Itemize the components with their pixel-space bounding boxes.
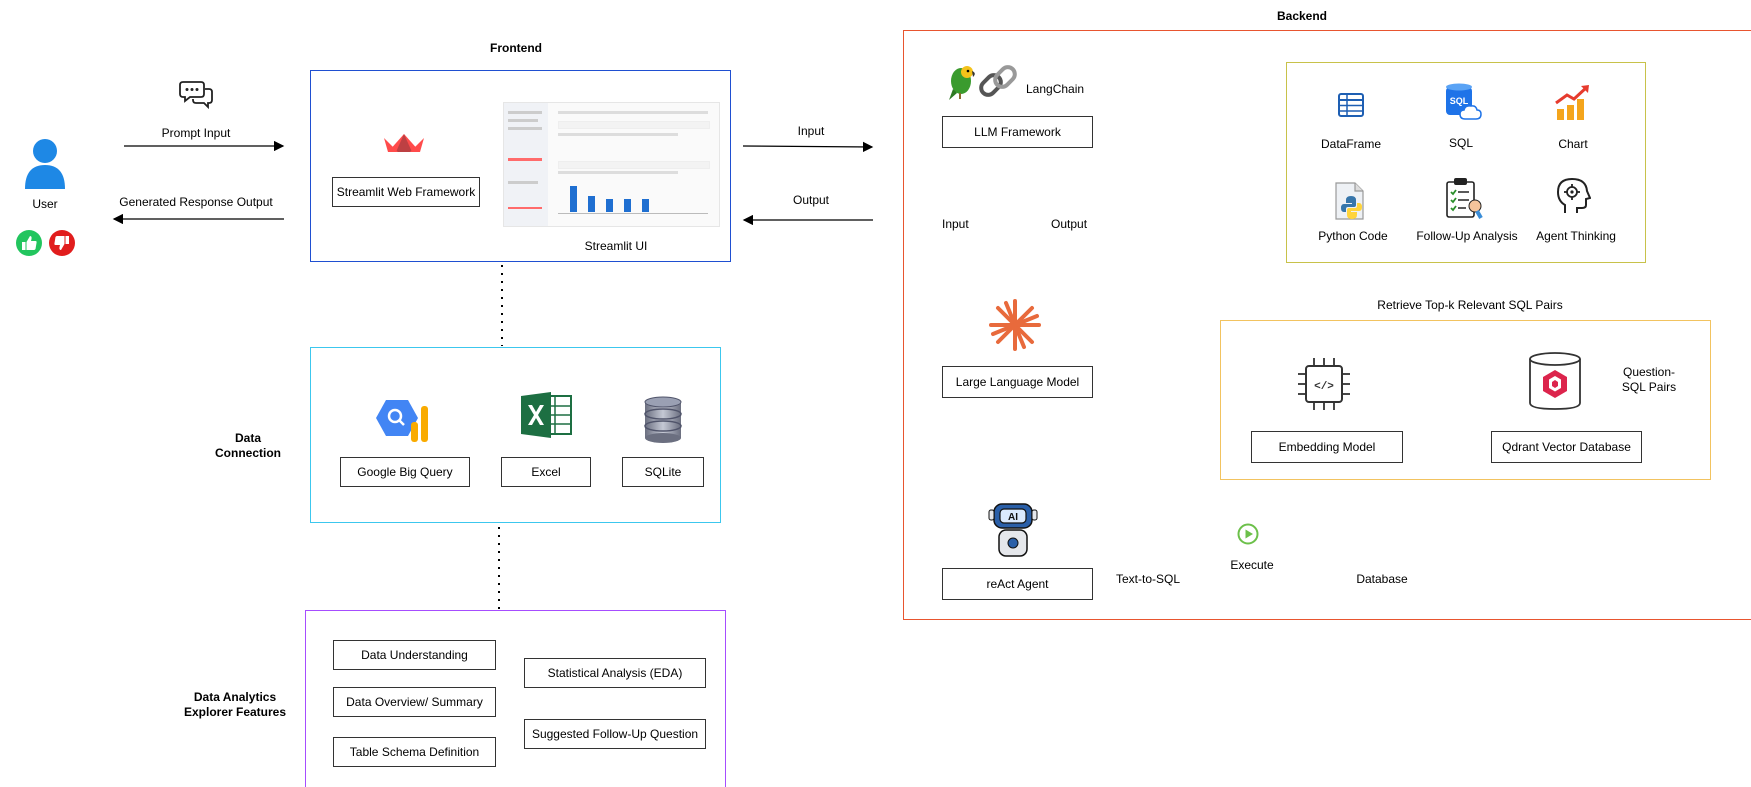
output-sql-label: SQL bbox=[1448, 136, 1474, 150]
svg-text:AI: AI bbox=[1008, 512, 1018, 523]
agent-thinking-head-icon bbox=[1555, 177, 1592, 215]
llm-input-label: Input bbox=[942, 217, 969, 231]
output-types-panel: DataFrame SQL SQL Chart Python Code bbox=[1286, 62, 1646, 263]
output-dataframe-label: DataFrame bbox=[1320, 137, 1382, 151]
frontend-title: Frontend bbox=[490, 41, 542, 55]
ai-robot-icon: AI bbox=[988, 500, 1038, 558]
embedding-chip-icon: </> bbox=[1294, 355, 1354, 413]
question-sql-pairs-label-1: Question- bbox=[1622, 365, 1676, 379]
langchain-parrot-icon bbox=[943, 63, 979, 101]
data-connection-title-1: Data bbox=[234, 431, 262, 445]
feature-statistical-analysis: Statistical Analysis (EDA) bbox=[524, 658, 706, 688]
sqlite-database-icon bbox=[643, 396, 683, 444]
chart-growth-icon bbox=[1553, 83, 1593, 121]
output-label: Output bbox=[792, 193, 830, 207]
output-follow-up-label: Follow-Up Analysis bbox=[1416, 229, 1518, 243]
output-agent-thinking-label: Agent Thinking bbox=[1536, 229, 1616, 243]
python-file-icon bbox=[1333, 182, 1369, 220]
user-label: User bbox=[32, 197, 58, 211]
prompt-input-label: Prompt Input bbox=[161, 126, 231, 140]
llm-box: Large Language Model bbox=[942, 366, 1093, 398]
qdrant-database-icon bbox=[1528, 351, 1582, 411]
features-panel: Data Understanding Data Overview/ Summar… bbox=[305, 610, 726, 787]
data-connection-panel: Google Big Query Excel SQLite bbox=[310, 347, 721, 523]
embedding-model-box: Embedding Model bbox=[1251, 431, 1403, 463]
google-bigquery-icon bbox=[376, 398, 436, 442]
llm-output-label: Output bbox=[1051, 217, 1088, 231]
feature-data-understanding: Data Understanding bbox=[333, 640, 496, 670]
streamlit-logo-icon bbox=[384, 130, 424, 156]
feature-data-overview: Data Overview/ Summary bbox=[333, 687, 496, 717]
langchain-chain-icon bbox=[978, 64, 1018, 100]
sqlite-box: SQLite bbox=[622, 457, 704, 487]
execute-label: Execute bbox=[1230, 558, 1274, 572]
llm-framework-box: LLM Framework bbox=[942, 116, 1093, 148]
user-icon bbox=[23, 137, 67, 189]
feature-suggested-follow-up: Suggested Follow-Up Question bbox=[524, 719, 706, 749]
svg-text:</>: </> bbox=[1314, 381, 1334, 393]
features-title-1: Data Analytics bbox=[193, 690, 277, 704]
chat-bubbles-icon bbox=[179, 78, 213, 110]
excel-icon bbox=[521, 392, 573, 438]
text-to-sql-label: Text-to-SQL bbox=[1115, 572, 1181, 586]
qdrant-vector-db-box: Qdrant Vector Database bbox=[1491, 431, 1642, 463]
svg-text:SQL: SQL bbox=[1450, 96, 1469, 106]
llm-sunburst-icon bbox=[988, 298, 1042, 352]
follow-up-clipboard-icon bbox=[1444, 177, 1484, 219]
feature-table-schema: Table Schema Definition bbox=[333, 737, 496, 767]
retrieve-label: Retrieve Top-k Relevant SQL Pairs bbox=[1377, 298, 1563, 312]
langchain-label: LangChain bbox=[1026, 82, 1085, 96]
input-label: Input bbox=[797, 124, 825, 138]
backend-title: Backend bbox=[1276, 9, 1328, 23]
output-chart-label: Chart bbox=[1558, 137, 1588, 151]
excel-box: Excel bbox=[501, 457, 591, 487]
question-sql-pairs-label-2: SQL Pairs bbox=[1621, 380, 1677, 394]
database-label: Database bbox=[1356, 572, 1408, 586]
sql-cloud-icon: SQL bbox=[1443, 83, 1483, 123]
dataframe-table-icon bbox=[1337, 91, 1365, 119]
features-title-2: Explorer Features bbox=[183, 705, 287, 719]
streamlit-ui-thumbnail bbox=[503, 102, 720, 227]
play-execute-icon bbox=[1237, 523, 1259, 545]
google-bigquery-box: Google Big Query bbox=[340, 457, 470, 487]
retrieval-panel: </> Embedding Model Qdrant Vector Databa… bbox=[1220, 320, 1711, 480]
streamlit-framework-box: Streamlit Web Framework bbox=[332, 177, 480, 207]
input-arrow bbox=[742, 141, 874, 153]
thumbs-up-icon[interactable] bbox=[15, 229, 43, 257]
streamlit-ui-caption: Streamlit UI bbox=[584, 239, 648, 253]
react-agent-box: reAct Agent bbox=[942, 568, 1093, 600]
output-python-code-label: Python Code bbox=[1318, 229, 1388, 243]
frontend-panel: Streamlit Web Framework Streamlit UI bbox=[310, 70, 731, 262]
data-connection-title-2: Connection bbox=[215, 446, 281, 460]
thumbs-down-icon[interactable] bbox=[48, 229, 76, 257]
generated-output-label: Generated Response Output bbox=[119, 195, 273, 209]
